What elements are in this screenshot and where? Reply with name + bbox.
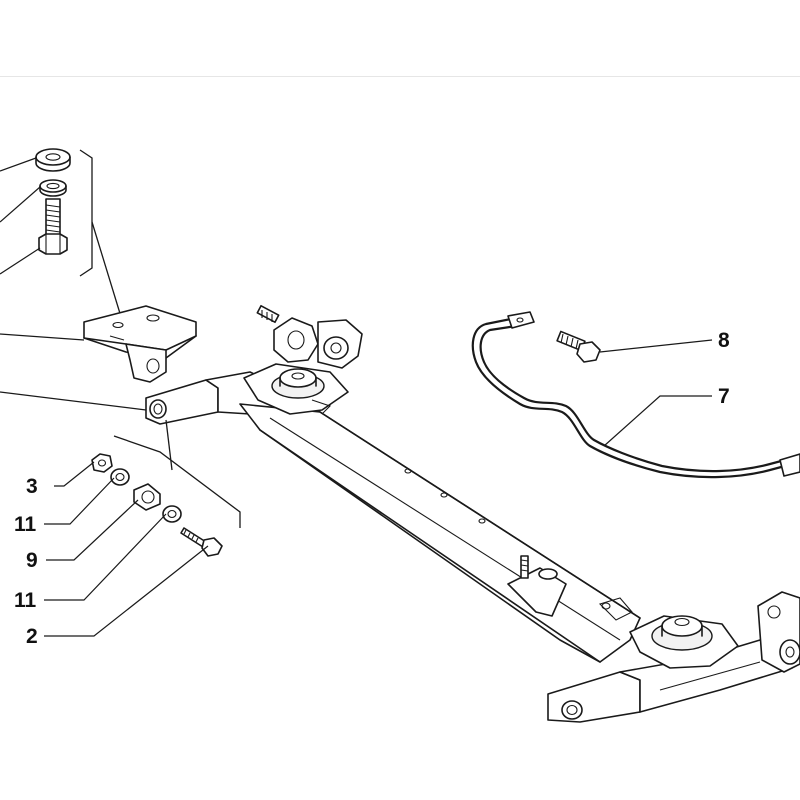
stabilizer-bar — [471, 311, 800, 479]
callout-11-lower: 11 — [14, 589, 37, 612]
top-bar — [0, 0, 800, 77]
callout-8: 8 — [718, 329, 730, 352]
upper-washer — [35, 148, 71, 172]
right-spring-seat — [598, 597, 739, 669]
left-spring-seat — [243, 363, 349, 415]
callout-11-upper: 11 — [14, 513, 37, 536]
callout-9: 9 — [26, 549, 38, 572]
washer-lower — [162, 505, 182, 523]
left-wheel-hub — [256, 304, 363, 369]
callout-2: 2 — [26, 625, 38, 648]
pivot-bolt — [180, 527, 223, 557]
washer-upper — [110, 468, 130, 486]
callout-7: 7 — [718, 385, 730, 408]
mounting-bolt — [38, 198, 68, 255]
rear-axle-beam — [145, 371, 793, 723]
axle-mounting-bracket — [83, 305, 197, 383]
right-wheel-hub — [757, 591, 800, 673]
callout-3: 3 — [26, 475, 38, 498]
bushing — [133, 483, 161, 511]
stabilizer-bolt — [556, 330, 601, 363]
nut — [91, 453, 113, 473]
lower-washer — [39, 179, 67, 197]
